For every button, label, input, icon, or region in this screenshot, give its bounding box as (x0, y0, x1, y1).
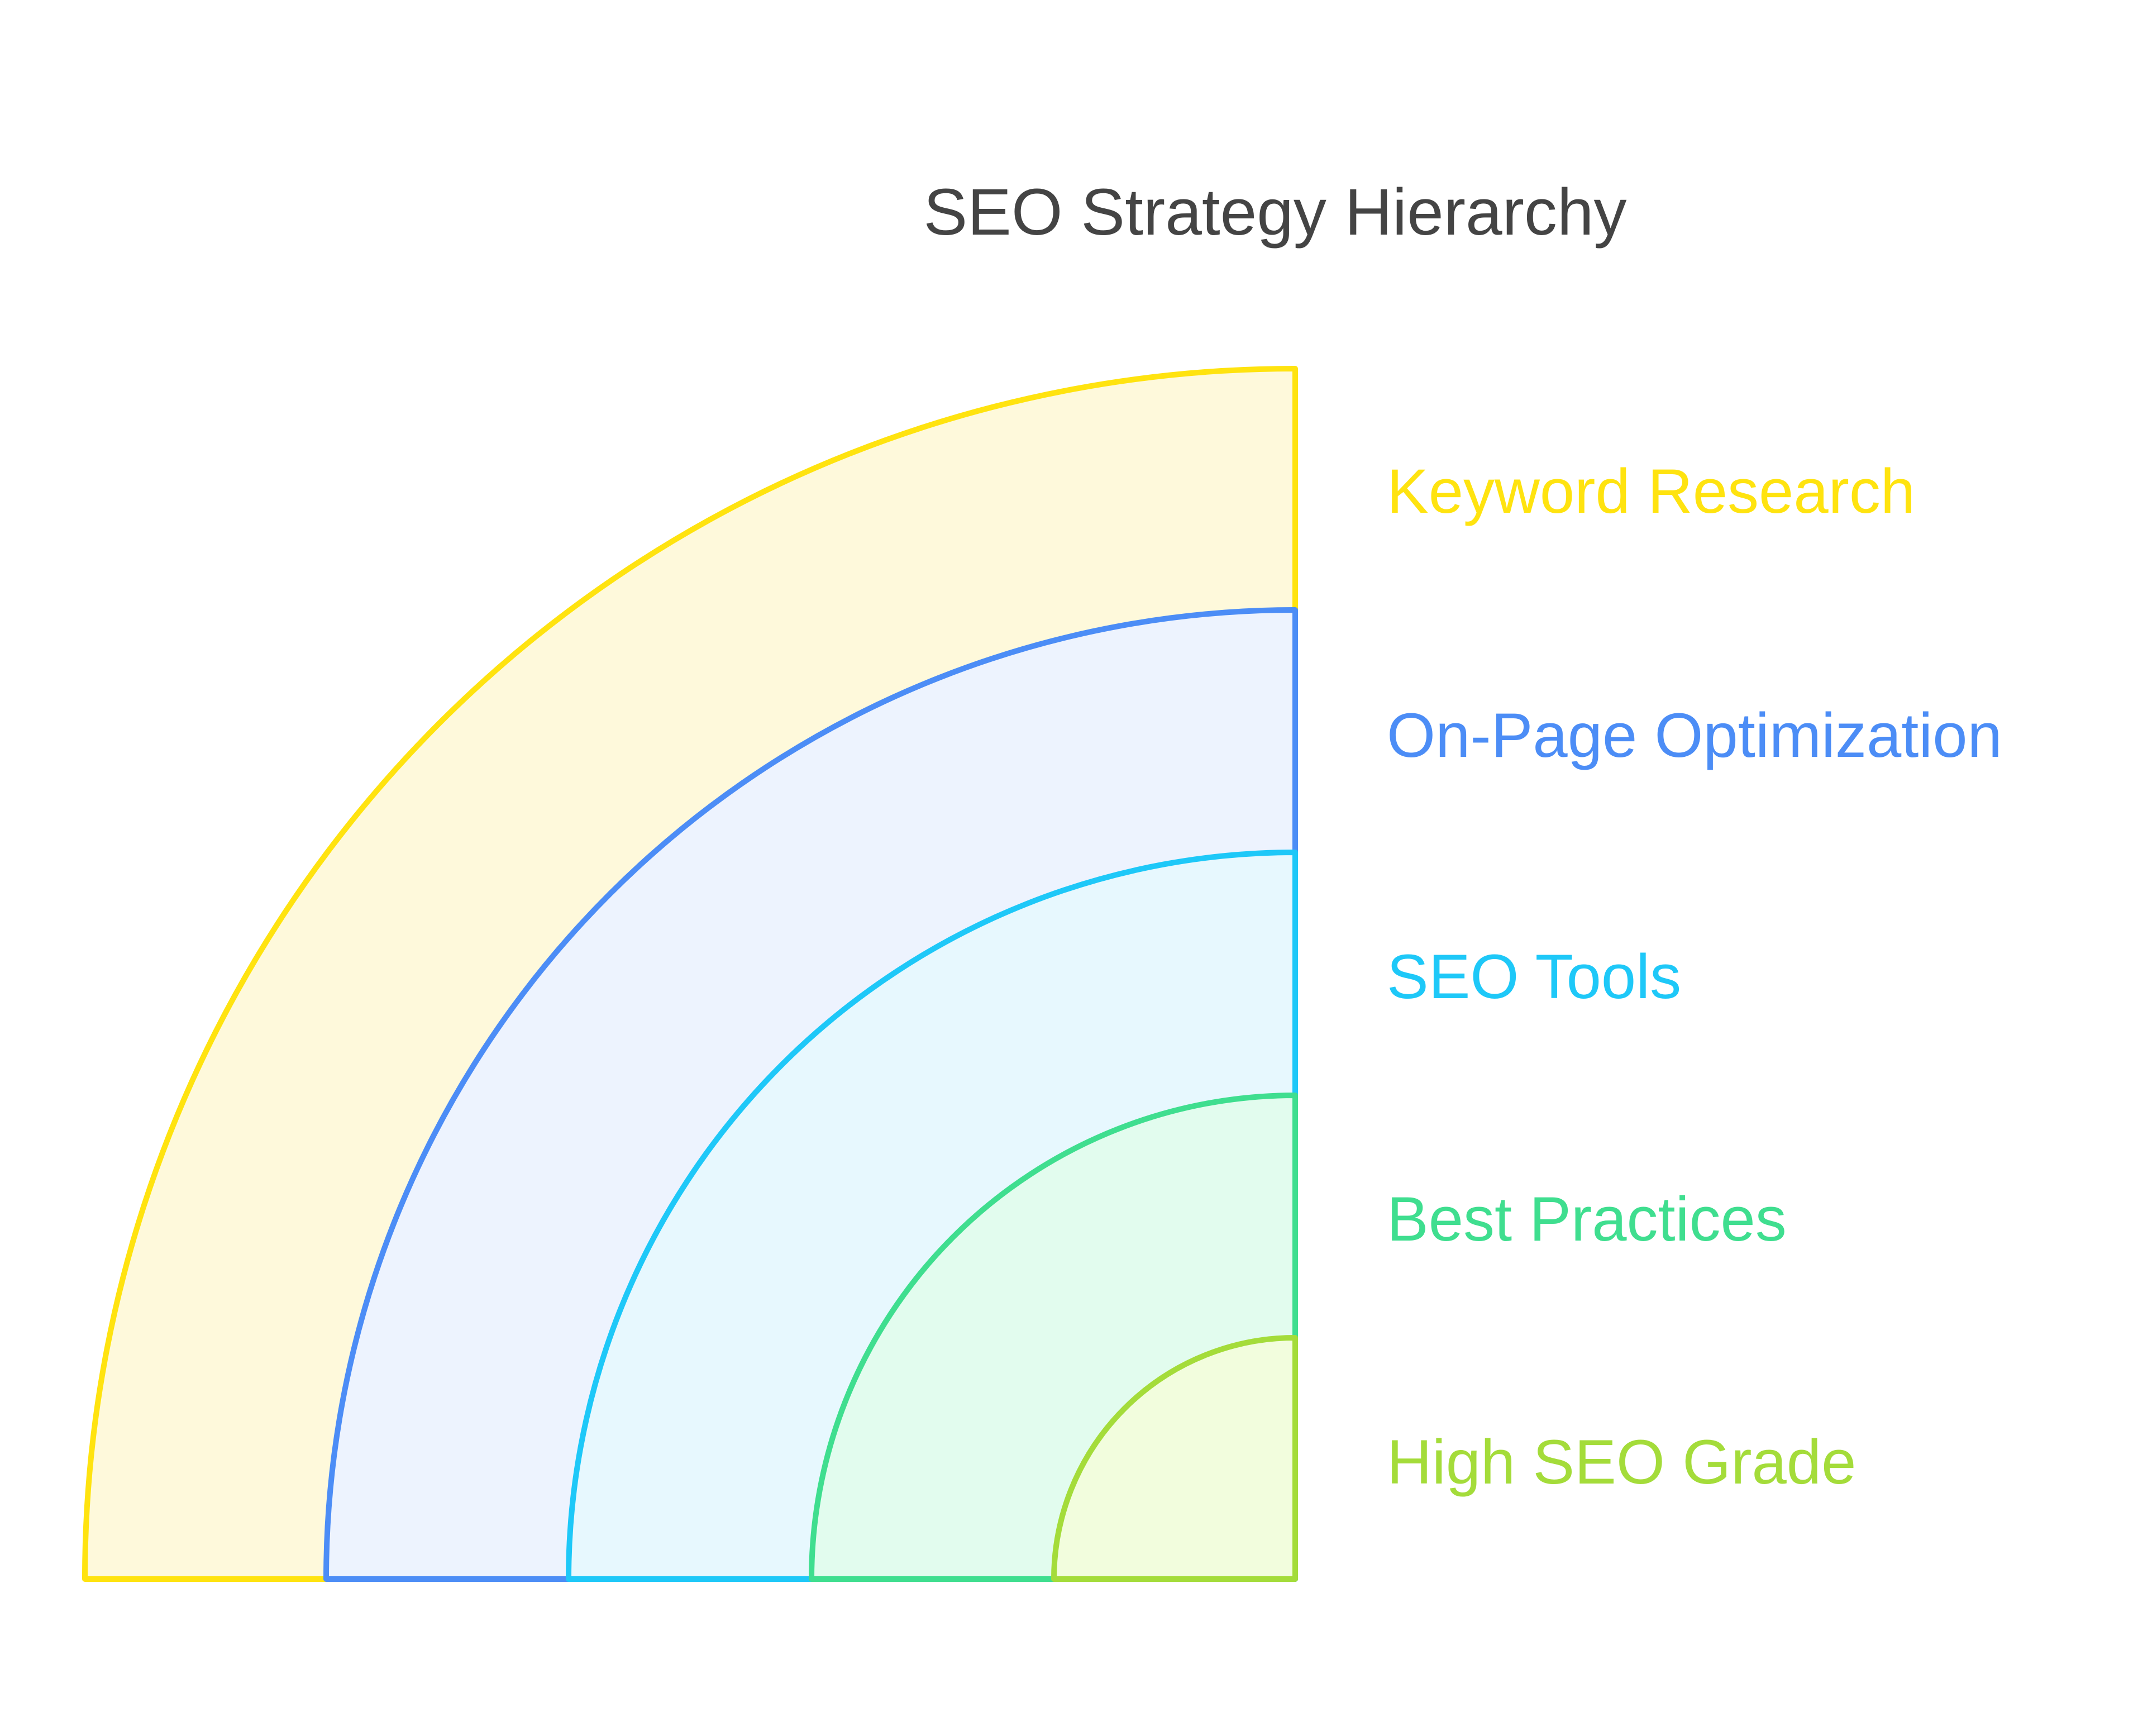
layer-label-2: On-Page Optimization (1387, 700, 2002, 770)
layer-label-4: Best Practices (1387, 1184, 1787, 1254)
layer-arc-5 (1051, 1335, 1298, 1582)
layer-label-5: High SEO Grade (1387, 1427, 1856, 1497)
layer-label-3: SEO Tools (1387, 942, 1681, 1012)
layer-label-1: Keyword Research (1387, 456, 1915, 526)
diagram-title: SEO Strategy Hierarchy (923, 175, 1626, 249)
